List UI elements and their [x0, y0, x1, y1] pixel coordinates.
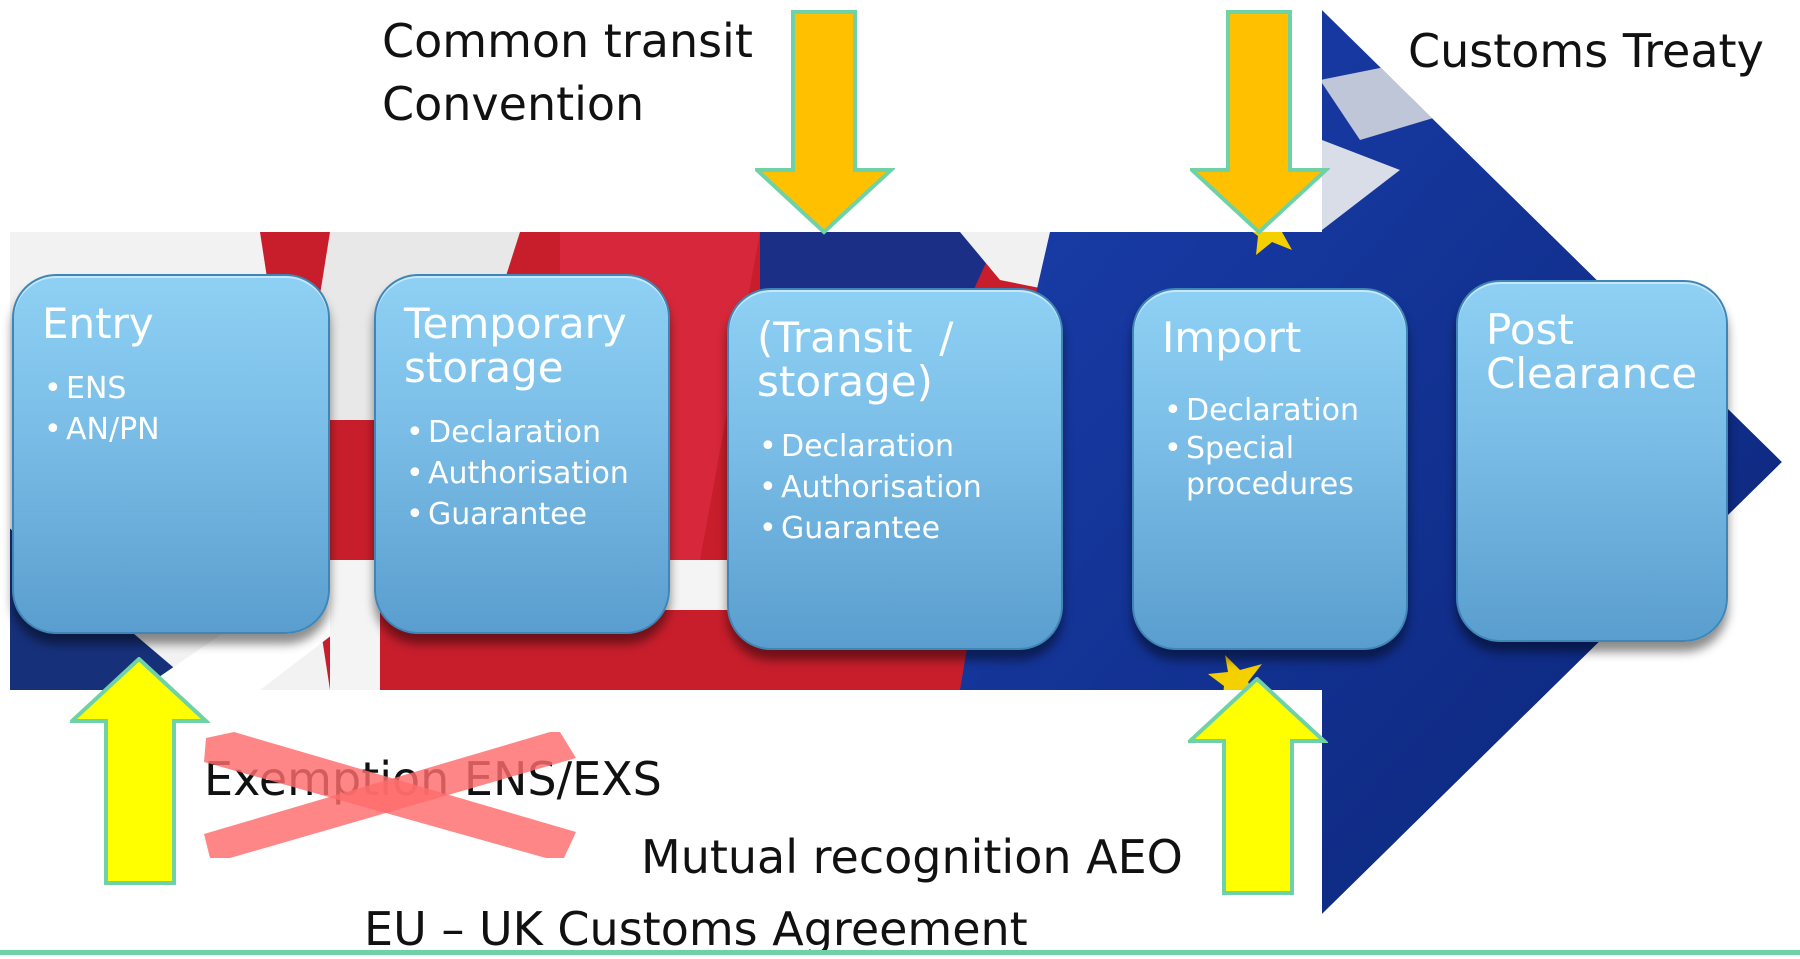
label-mutual-recognition: Mutual recognition AEO — [641, 830, 1183, 884]
list-item: Special procedures — [1162, 431, 1376, 503]
step-transit-storage: (Transit / storage) Declaration Authoris… — [727, 288, 1063, 650]
step-items: ENS AN/PN — [42, 368, 304, 450]
step-title-line: Post — [1486, 305, 1574, 354]
label-common-transit: Common transit Convention — [382, 14, 753, 132]
step-items: Declaration Special procedures — [1162, 390, 1382, 503]
step-post-clearance: Post Clearance — [1456, 280, 1728, 642]
strike-through-x — [204, 732, 576, 858]
list-item: Authorisation — [757, 467, 1037, 508]
step-title: (Transit / storage) — [757, 316, 1037, 404]
list-item: ENS — [42, 368, 304, 409]
step-title: Post Clearance — [1486, 308, 1702, 396]
label-line: Convention — [382, 77, 645, 132]
step-title: Entry — [42, 299, 154, 348]
step-title-line: Clearance — [1486, 349, 1698, 398]
step-title-line: Temporary — [404, 299, 627, 348]
step-title-line: storage — [404, 343, 564, 392]
label-agreement: EU – UK Customs Agreement — [364, 902, 1028, 956]
label-customs-treaty: Customs Treaty — [1408, 24, 1764, 78]
step-items: Declaration Authorisation Guarantee — [404, 412, 644, 535]
list-item: Authorisation — [404, 453, 644, 494]
step-title-line: storage) — [757, 357, 933, 406]
step-temporary-storage: Temporary storage Declaration Authorisat… — [374, 274, 670, 634]
list-item: Declaration — [757, 426, 1037, 467]
step-title: Import — [1162, 313, 1302, 362]
step-title: Temporary storage — [404, 302, 644, 390]
arrow-up-exemption — [70, 657, 210, 885]
arrow-down-customs-treaty — [1190, 10, 1330, 235]
step-title-line: (Transit / — [757, 313, 954, 362]
arrow-down-common-transit — [755, 10, 895, 235]
label-line: Common transit — [382, 14, 753, 68]
list-item: Declaration — [404, 412, 644, 453]
step-items: Declaration Authorisation Guarantee — [757, 426, 1037, 549]
list-item: AN/PN — [42, 409, 304, 450]
list-item: Guarantee — [404, 494, 644, 535]
arrow-up-mutual-recognition — [1188, 677, 1328, 895]
list-item: Declaration — [1162, 390, 1382, 431]
bottom-rule — [0, 950, 1800, 955]
step-entry: Entry ENS AN/PN — [12, 274, 330, 634]
list-item: Guarantee — [757, 508, 1037, 549]
step-import: Import Declaration Special procedures — [1132, 288, 1408, 650]
